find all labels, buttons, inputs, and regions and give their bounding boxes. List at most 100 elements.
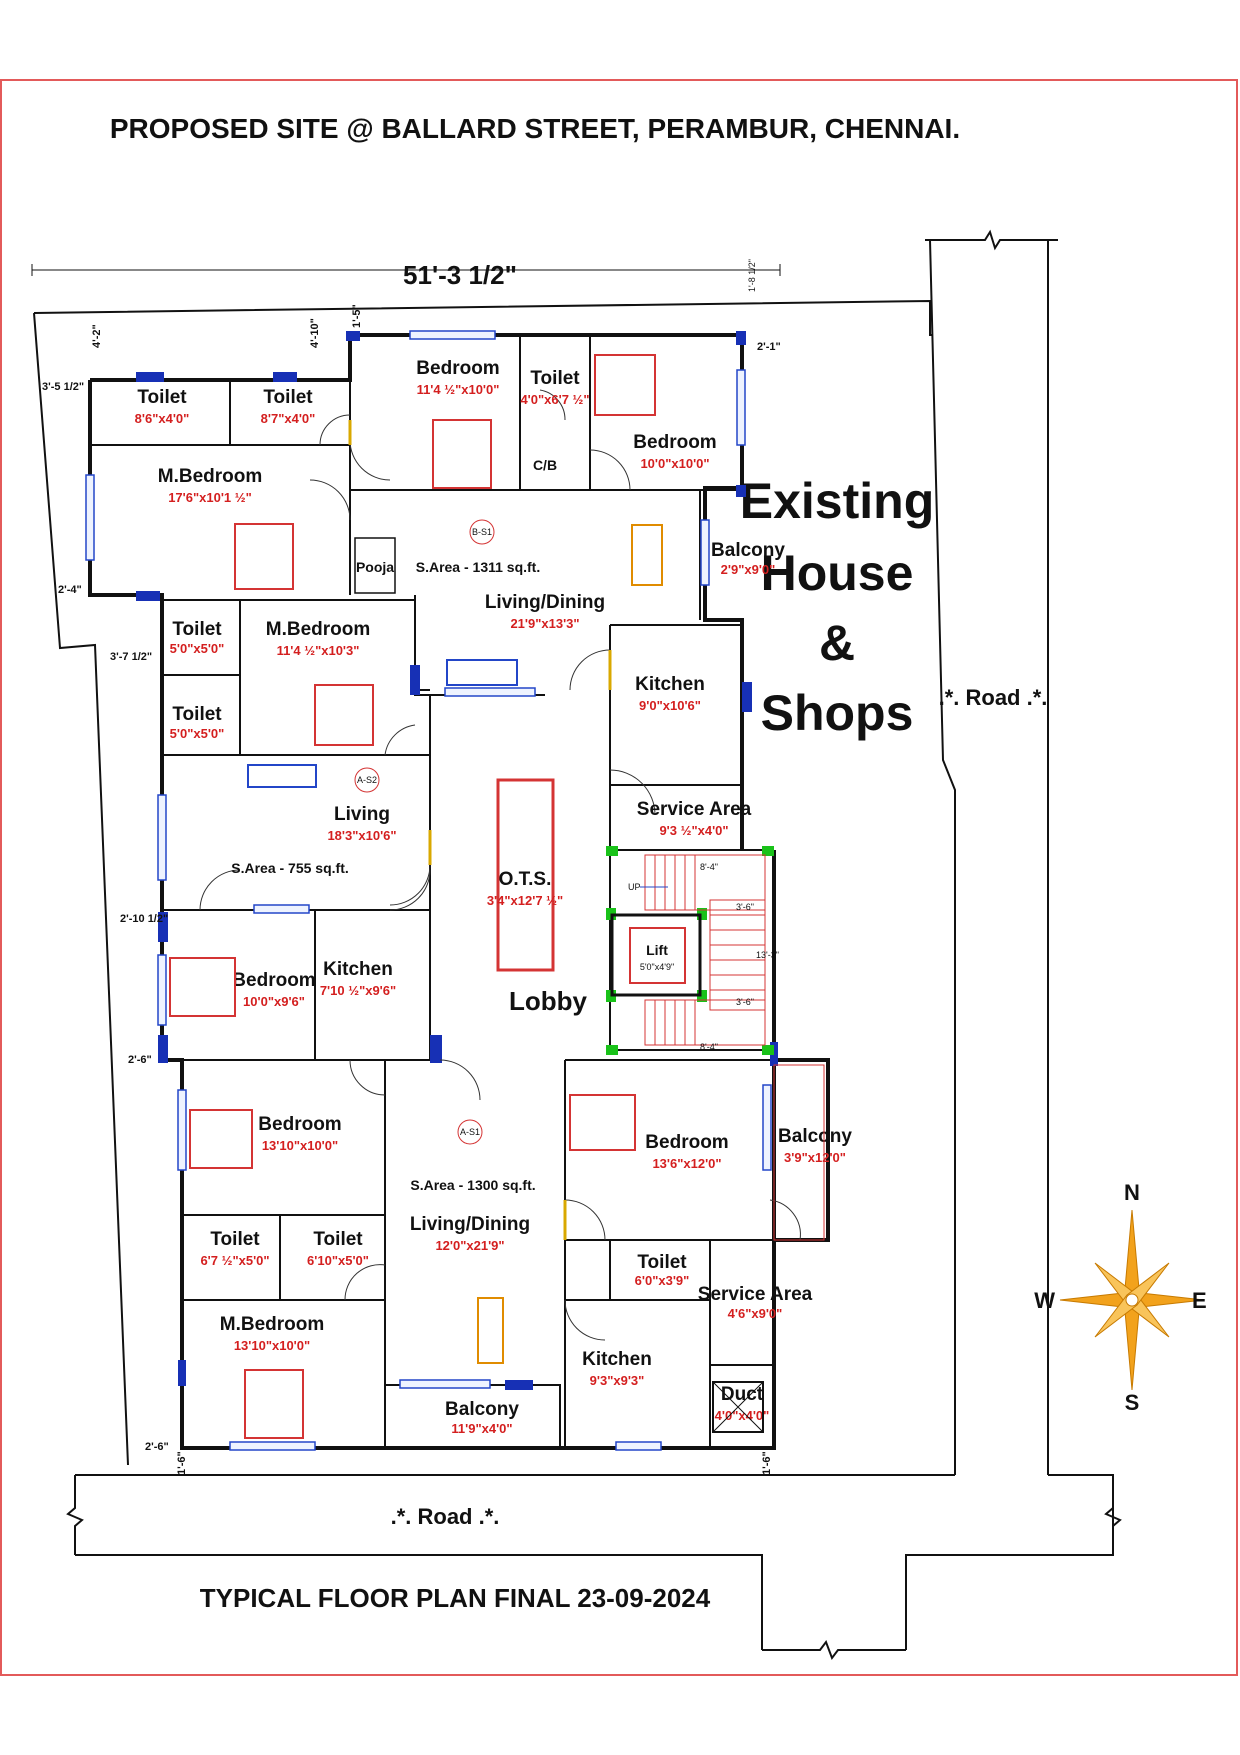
svg-text:Kitchen: Kitchen — [635, 674, 705, 695]
svg-text:8'7"x4'0": 8'7"x4'0" — [261, 411, 316, 426]
svg-text:N: N — [1124, 1180, 1140, 1205]
svg-text:2'-1": 2'-1" — [757, 341, 781, 353]
svg-text:S.Area - 1300 sq.ft.: S.Area - 1300 sq.ft. — [410, 1177, 535, 1193]
svg-text:13'6"x12'0": 13'6"x12'0" — [652, 1156, 721, 1171]
road-east-label: .*. Road .*. — [939, 685, 1048, 710]
svg-text:Pooja: Pooja — [356, 559, 394, 575]
unit-b-s1: Toilet 8'6"x4'0" Toilet 8'7"x4'0" Bedroo… — [135, 358, 786, 838]
svg-text:2'-6": 2'-6" — [145, 1441, 169, 1453]
svg-text:Service Area: Service Area — [637, 799, 752, 820]
svg-text:9'3"x9'3": 9'3"x9'3" — [590, 1373, 645, 1388]
svg-text:Living/Dining: Living/Dining — [410, 1214, 530, 1235]
existing-house-label: Existing House & Shops — [740, 473, 934, 741]
svg-text:Toilet: Toilet — [172, 619, 222, 640]
svg-text:17'6"x10'1 ½": 17'6"x10'1 ½" — [168, 490, 252, 505]
svg-text:Balcony: Balcony — [711, 540, 785, 561]
svg-text:Toilet: Toilet — [210, 1229, 260, 1250]
plan-title: PROPOSED SITE @ BALLARD STREET, PERAMBUR… — [110, 113, 960, 144]
svg-text:S: S — [1125, 1390, 1140, 1415]
svg-text:M.Bedroom: M.Bedroom — [266, 619, 371, 640]
svg-text:M.Bedroom: M.Bedroom — [158, 466, 263, 487]
svg-text:Existing: Existing — [740, 473, 934, 529]
unit-a-s2: Toilet 5'0"x5'0" Toilet 5'0"x5'0" M.Bedr… — [170, 619, 397, 1009]
svg-text:C/B: C/B — [533, 457, 557, 473]
dining-table-a-s1 — [477, 1297, 504, 1364]
svg-text:1'-8 1/2": 1'-8 1/2" — [747, 259, 757, 292]
svg-text:Bedroom: Bedroom — [416, 358, 499, 379]
svg-text:2'-10 1/2": 2'-10 1/2" — [120, 913, 168, 925]
compass-rose: N S E W — [1034, 1180, 1206, 1415]
svg-text:4'-2": 4'-2" — [91, 324, 103, 348]
east-boundary — [905, 229, 1114, 1650]
svg-text:W: W — [1034, 1288, 1055, 1313]
svg-text:Shops: Shops — [761, 685, 914, 741]
svg-text:4'-10": 4'-10" — [309, 318, 321, 348]
svg-text:Living/Dining: Living/Dining — [485, 592, 605, 613]
bed-a-s1-master — [244, 1369, 304, 1439]
svg-text:3'-7 1/2": 3'-7 1/2" — [110, 651, 152, 663]
svg-text:13'10"x10'0": 13'10"x10'0" — [234, 1338, 310, 1353]
pooja-room — [354, 537, 396, 594]
lift: Lift 5'0"x4'9" — [610, 913, 702, 997]
svg-text:Toilet: Toilet — [637, 1252, 687, 1273]
svg-text:S.Area - 755 sq.ft.: S.Area - 755 sq.ft. — [231, 860, 349, 876]
svg-text:9'0"x10'6": 9'0"x10'6" — [639, 698, 701, 713]
sofa-b-s1 — [446, 659, 518, 686]
svg-text:7'10 ½"x9'6": 7'10 ½"x9'6" — [320, 983, 396, 998]
svg-text:Bedroom: Bedroom — [645, 1132, 728, 1153]
svg-text:Duct: Duct — [721, 1384, 764, 1405]
bed-a-s1-bedroom — [189, 1109, 253, 1169]
svg-text:4'6"x9'0": 4'6"x9'0" — [728, 1306, 783, 1321]
svg-text:.*. Road .*.: .*. Road .*. — [391, 1504, 500, 1529]
bed-a-s2-bedroom — [169, 957, 236, 1017]
svg-text:UP: UP — [628, 882, 641, 892]
svg-text:Toilet: Toilet — [172, 704, 222, 725]
svg-text:Lift: Lift — [646, 942, 668, 958]
svg-text:A-S1: A-S1 — [460, 1127, 480, 1137]
svg-text:11'4 ½"x10'0": 11'4 ½"x10'0" — [417, 382, 500, 397]
south-road: .*. Road .*. — [66, 1474, 1122, 1661]
dining-table-b-s1 — [631, 524, 663, 586]
svg-text:18'3"x10'6": 18'3"x10'6" — [327, 828, 396, 843]
svg-text:Balcony: Balcony — [445, 1399, 519, 1420]
svg-text:House: House — [761, 545, 914, 601]
svg-text:4'0"x4'0": 4'0"x4'0" — [715, 1408, 770, 1423]
svg-text:Bedroom: Bedroom — [633, 432, 716, 453]
svg-text:5'0"x4'9": 5'0"x4'9" — [640, 962, 674, 972]
svg-text:13'-3": 13'-3" — [756, 950, 779, 960]
svg-text:3'9"x12'0": 3'9"x12'0" — [784, 1150, 846, 1165]
sofa-a-s2 — [247, 764, 317, 788]
svg-text:B-S1: B-S1 — [472, 527, 492, 537]
svg-text:8'-4": 8'-4" — [700, 1042, 718, 1052]
svg-text:Bedroom: Bedroom — [232, 970, 315, 991]
bed-a-s2-master — [314, 684, 374, 746]
svg-text:S.Area - 1311 sq.ft.: S.Area - 1311 sq.ft. — [416, 559, 541, 575]
bed-b-s1-master — [234, 523, 294, 590]
doors — [199, 389, 801, 1341]
svg-text:6'7 ½"x5'0": 6'7 ½"x5'0" — [200, 1253, 269, 1268]
svg-text:Toilet: Toilet — [530, 368, 580, 389]
svg-text:Kitchen: Kitchen — [323, 959, 393, 980]
svg-text:6'0"x3'9": 6'0"x3'9" — [635, 1273, 690, 1288]
svg-text:Living: Living — [334, 804, 390, 825]
svg-text:Balcony: Balcony — [778, 1126, 852, 1147]
svg-text:1'-5": 1'-5" — [351, 304, 363, 328]
svg-text:E: E — [1192, 1288, 1207, 1313]
svg-text:5'0"x5'0": 5'0"x5'0" — [170, 726, 225, 741]
staircase: UP 3'-6" 3'-6" 8'-4" 8'-4" 13'-3" — [628, 854, 779, 1052]
lobby-markers — [606, 846, 774, 1055]
svg-text:2'-6": 2'-6" — [128, 1054, 152, 1066]
svg-text:A-S2: A-S2 — [357, 775, 377, 785]
svg-text:1'-6": 1'-6" — [761, 1451, 773, 1475]
svg-text:6'10"x5'0": 6'10"x5'0" — [307, 1253, 369, 1268]
svg-text:Toilet: Toilet — [313, 1229, 363, 1250]
svg-text:4'0"x6'7 ½": 4'0"x6'7 ½" — [520, 392, 589, 407]
site-boundary — [33, 299, 932, 336]
bed-b-s1-bedroom2 — [594, 354, 656, 416]
svg-text:M.Bedroom: M.Bedroom — [220, 1314, 325, 1335]
svg-text:51'-3 1/2": 51'-3 1/2" — [403, 260, 517, 290]
svg-text:3'-6": 3'-6" — [736, 902, 754, 912]
svg-text:2'9"x9'0": 2'9"x9'0" — [721, 562, 776, 577]
svg-text:3'-5 1/2": 3'-5 1/2" — [42, 381, 84, 393]
svg-text:5'0"x5'0": 5'0"x5'0" — [170, 641, 225, 656]
